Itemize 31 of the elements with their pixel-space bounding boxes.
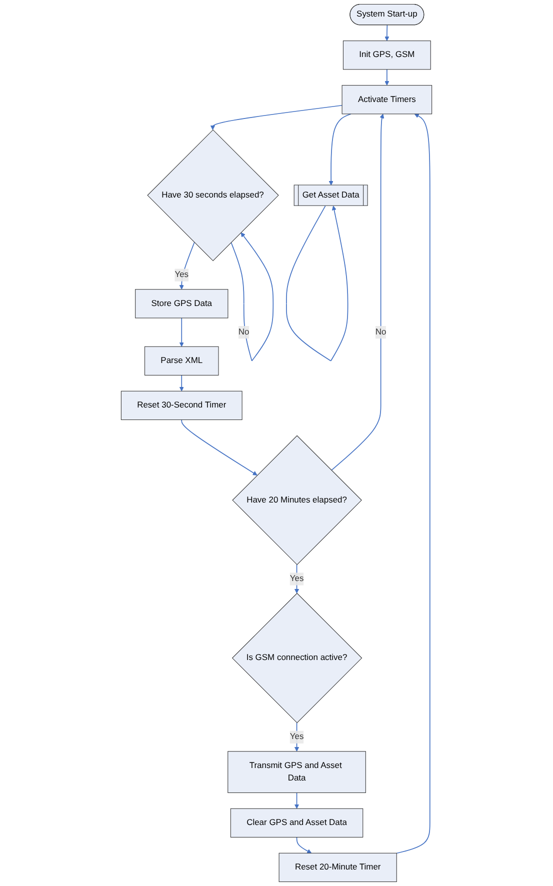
node-diamond: Is GSM connection active? [232, 592, 362, 724]
edge-label: Yes [290, 574, 304, 584]
arrow [294, 564, 300, 594]
node-box: Transmit GPS and Asset Data [228, 751, 366, 793]
arrow [230, 232, 274, 362]
arrow [210, 104, 342, 130]
edge-label: No [375, 328, 386, 337]
node-box: Init GPS, GSM [342, 40, 431, 70]
arrow [328, 114, 352, 186]
arrow [179, 318, 184, 347]
arrow [331, 114, 384, 471]
arrow [179, 374, 184, 392]
arrow [384, 69, 390, 86]
arrow [396, 114, 430, 854]
node-box: Reset 30-Second Timer [120, 390, 242, 420]
arrow [181, 419, 258, 476]
edge-label: No [238, 328, 250, 337]
arrow [286, 205, 348, 362]
node-box: Activate Timers [342, 85, 432, 114]
node-box: Reset 20-Minute Timer [278, 852, 397, 882]
edge-label: Yes [174, 270, 189, 280]
arrow [296, 836, 312, 854]
node-box: Clear GPS and Asset Data [230, 808, 364, 838]
arrow [179, 242, 195, 290]
node-box: Parse XML [144, 346, 219, 376]
node-box: Store GPS Data [135, 289, 228, 318]
node-diamond: Have 30 seconds elapsed? [147, 129, 279, 262]
arrow [294, 792, 300, 809]
node-diamond: Have 20 Minutes elapsed? [232, 435, 362, 566]
edge-label: Yes [290, 732, 304, 742]
arrow [384, 24, 390, 42]
